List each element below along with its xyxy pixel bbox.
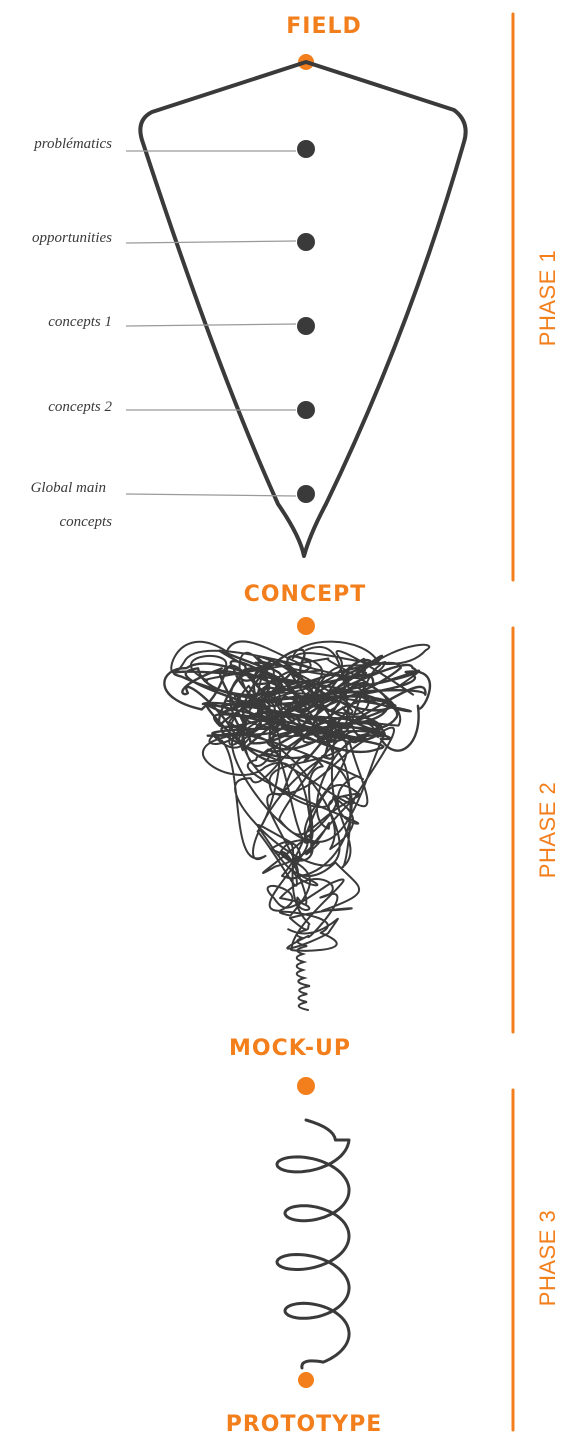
step-dot-global-main-concepts — [297, 485, 315, 503]
leader-line-global-main-concepts — [125, 493, 297, 497]
scribble-stroke — [256, 823, 361, 952]
stage-dot-concept — [297, 617, 315, 635]
stage-dot-prototype — [298, 1372, 314, 1388]
step-label-global-main-line-2: concepts — [60, 514, 113, 530]
leader-line-concepts-1 — [125, 323, 297, 327]
stage-title-mockup: MOCK-UP — [229, 1036, 351, 1061]
scribble-stroke — [201, 717, 395, 887]
scribble-stroke — [170, 640, 431, 749]
stage-title-field: FIELD — [286, 14, 362, 39]
scribble-tail — [295, 929, 311, 1011]
converging-funnel-outline — [138, 60, 468, 558]
leader-line-opportunities — [125, 240, 297, 244]
step-label-concepts-1: concepts 1 — [48, 314, 112, 330]
phase-2-label: PHASE 2 — [535, 782, 560, 878]
phase-3-label: PHASE 3 — [535, 1210, 560, 1306]
step-dot-opportunities — [297, 233, 315, 251]
stage-title-prototype: PROTOTYPE — [226, 1412, 383, 1436]
step-label-problematics: problématics — [33, 136, 112, 152]
step-dot-concepts-2 — [297, 401, 315, 419]
step-label-global-main-line-1: Global main — [31, 480, 106, 496]
tangled-scribble — [163, 640, 432, 1011]
step-label-opportunities: opportunities — [32, 230, 112, 246]
phase-1-label: PHASE 1 — [535, 250, 560, 346]
step-dot-concepts-1 — [297, 317, 315, 335]
coil-spiral — [275, 1118, 351, 1370]
stage-title-concept: CONCEPT — [244, 582, 367, 607]
step-label-concepts-2: concepts 2 — [48, 399, 112, 415]
stage-dot-mockup — [297, 1077, 315, 1095]
step-dot-problematics — [297, 140, 315, 158]
